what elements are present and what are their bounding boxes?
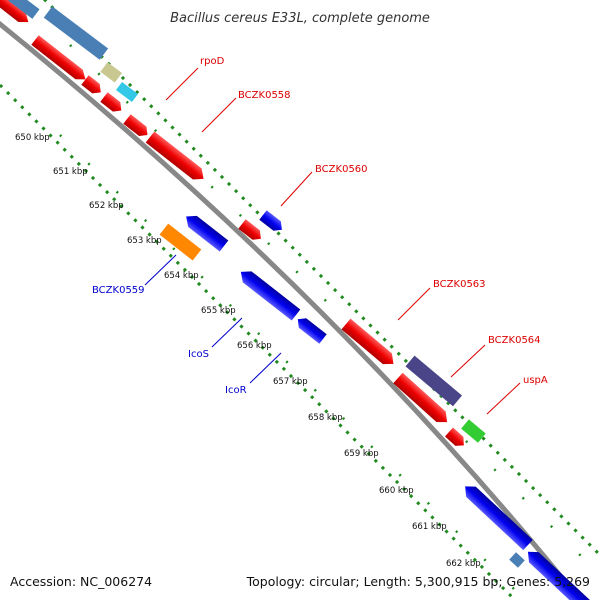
inner-dotted-track: [0, 83, 517, 600]
gene-red-small-1[interactable]: [81, 75, 104, 97]
kbp-label: 662 kbp: [446, 559, 481, 569]
gene-cyan[interactable]: [115, 82, 138, 103]
outer-tick-track: [69, 44, 600, 576]
gene-bczk0557-red[interactable]: [31, 35, 89, 84]
gene-blue-lower[interactable]: [460, 481, 533, 551]
leader-lines: [144, 67, 521, 415]
label-uspA: uspA: [523, 375, 548, 386]
gene-khaki[interactable]: [100, 62, 122, 83]
gene-steelblue-top[interactable]: [8, 0, 40, 19]
label-icoS: IcoS: [188, 349, 209, 360]
label-bczk0558: BCZK0558: [238, 90, 291, 101]
kbp-label: 657 kbp: [273, 377, 308, 387]
gene-bczk0558-red[interactable]: [145, 131, 208, 184]
kbp-label: 658 kbp: [308, 413, 343, 423]
gene-rpoD-red[interactable]: [100, 92, 125, 115]
kbp-label: 656 kbp: [237, 341, 272, 351]
kbp-label: 651 kbp: [53, 167, 88, 177]
gene-blue-large[interactable]: [237, 266, 301, 321]
accession-text: Accession: NC_006274: [10, 574, 152, 589]
label-bczk0559: BCZK0559: [92, 285, 145, 296]
genome-backbone: [0, 20, 582, 600]
kbp-label: 653 kbp: [127, 236, 162, 246]
gene-icoS-blue[interactable]: [294, 315, 327, 344]
gene-red-small-2[interactable]: [123, 114, 151, 139]
gene-uspA-green[interactable]: [461, 419, 486, 443]
gene-blue-bottom[interactable]: [523, 547, 590, 600]
kbp-label: 655 kbp: [201, 306, 236, 316]
gene-bczk0560-red[interactable]: [238, 219, 264, 243]
kbp-label: 654 kbp: [164, 271, 199, 281]
map-title: Bacillus cereus E33L, complete genome: [170, 11, 430, 26]
kbp-label: 660 kbp: [379, 486, 414, 496]
label-rpoD: rpoD: [200, 56, 225, 67]
gene-red-small-3[interactable]: [444, 427, 468, 450]
inner-tick-track: [59, 134, 521, 596]
kbp-label: 661 kbp: [412, 522, 447, 532]
label-icoR: IcoR: [225, 385, 247, 396]
gene-blue-forward[interactable]: [259, 210, 285, 234]
label-bczk0563: BCZK0563: [433, 279, 486, 290]
label-bczk0560: BCZK0560: [315, 164, 368, 175]
label-bczk0564: BCZK0564: [488, 335, 541, 346]
gene-steelblue-long[interactable]: [43, 6, 109, 60]
kbp-label: 659 kbp: [344, 449, 379, 459]
gene-blue-bczk0559-partner[interactable]: [182, 211, 229, 252]
gene-bczk0564-purple[interactable]: [405, 355, 462, 407]
gene-top-left-red[interactable]: [0, 0, 32, 27]
kbp-label: 650 kbp: [15, 133, 50, 143]
gene-red-forward-4[interactable]: [393, 372, 451, 428]
topology-text: Topology: circular; Length: 5,300,915 bp…: [246, 574, 590, 589]
outer-dotted-track: [42, 0, 600, 557]
kbp-label: 652 kbp: [89, 201, 124, 211]
gene-steelblue-bottom[interactable]: [509, 552, 525, 568]
gene-bczk0559-orange[interactable]: [159, 223, 202, 261]
gene-bczk0563-red[interactable]: [341, 318, 398, 370]
